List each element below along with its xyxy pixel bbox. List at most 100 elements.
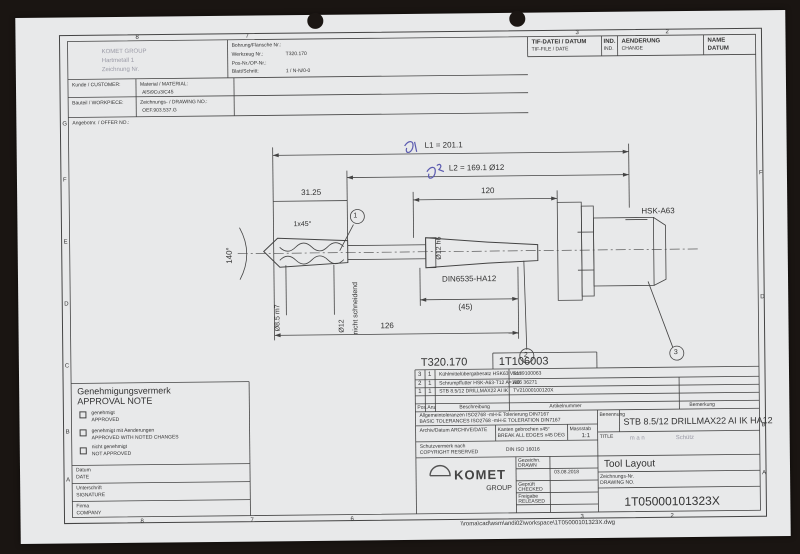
part-label: DIN6535-HA12 [441,274,497,284]
grid-letter: G [62,121,68,128]
field-value: 03.08.2018 [554,469,580,476]
part-label: HSK-A63 [641,206,675,216]
checkbox-label: APPROVED WITH NOTED CHANGES [91,434,179,442]
grid-number: 8 [135,34,139,41]
field-label: BREAK ALL EDGES x45 DEG [497,432,566,440]
checkbox-label: genehmigt mit Aenderungen [91,427,155,435]
grid-letter: B [761,422,766,429]
bom-header: Artikelnummer [549,403,582,410]
approved-with-changes-checkbox[interactable] [79,429,87,437]
field-value: OEF.903.537.G [142,107,177,114]
drawing-number: T320.170 [420,356,468,369]
bom-article: TV21000100120X [513,387,554,394]
field-label: Benennung [599,411,626,418]
drawing-number-main: 1T05000101323X [624,493,720,509]
grid-number: 2 [665,29,669,36]
field-label: Massstab [569,426,592,433]
grid-number: 3 [580,514,584,521]
scale-value: 1:1 [581,433,591,440]
komet-group: GROUP [486,484,512,493]
bom-pos: 3 [417,371,422,378]
balloon-number: 1 [353,212,358,220]
bom-qty: 1 [428,380,432,387]
bom-desc: STB 8.5/12 DRILLMAX22 AI IK [439,387,509,395]
checkbox-label: APPROVED [91,416,120,424]
field-label: RELEASED [518,498,546,505]
grid-number: 8 [140,518,144,525]
field-label: Bauteil / WORKPIECE: [72,99,124,107]
grid-letter: A [66,477,71,484]
bom-pos: 2 [418,380,422,387]
not-approved-checkbox[interactable] [79,447,87,455]
field-value: 1 / N-N/0-0 [285,67,311,75]
bom-desc: Schrumpffutter HSK-A63-T12 A=120 [439,379,521,387]
grid-letter: A [762,470,767,477]
dimension-label: 126 [380,321,394,331]
rev-header: NAME [707,37,726,44]
handwritten-note: Schütz [675,434,695,442]
tool-title: STB 8.5/12 DRILLMAX22 AI IK HA12 [623,415,773,427]
dimension-label: L2 = 169.1 Ø12 [448,162,505,173]
field-label: Material / MATERIAL: [139,81,188,88]
field-label: Bohrung/Flansche Nr.: [231,42,282,49]
field-label: TITLE [599,433,614,440]
field-label: Archiv/Datum ARCHIVE/DATE [419,427,488,434]
bom-header: Bemerkung [689,401,715,409]
field-label: SIGNATURE [76,492,106,499]
grid-letter: E [63,239,68,246]
rev-header: IND. [603,38,616,45]
grid-number: 7 [245,33,249,40]
dimension-label: Ø12 h6 [435,236,443,260]
dimension-label: 140° [224,247,234,264]
checkbox-label: NOT APPROVED [91,450,132,458]
field-label: COPYRIGHT RESERVED [419,449,479,456]
stamp-text: Hartmetall 1 [101,57,135,65]
bom-header: Pos. [417,404,428,411]
approved-checkbox[interactable] [79,411,87,419]
field-value: DIN ISO 16016 [505,446,540,453]
grid-letter: D [64,301,69,308]
handwritten-note: m a n [629,435,645,442]
grid-number: 3 [575,30,579,37]
dimension-label: Ø12 [338,319,346,333]
grid-letter: D [760,294,765,301]
stamp-text: Zeichnung Nr. [101,66,140,74]
field-label: Pos-Nr./OP-Nr.: [231,60,267,67]
dimension-label: (45) [458,302,473,312]
field-value: T320.170 [285,50,307,58]
bom-header: Anz [427,404,437,411]
grid-number: 6 [350,516,354,523]
komet-logo: KOMET [453,466,507,483]
drawing-sheet: KOMET GROUP Hartmetall 1 Zeichnung Nr. B… [15,9,791,545]
bom-article: A06 36271 [513,379,538,386]
field-label: DATE [76,474,90,481]
checkbox-label: nicht genehmigt [91,443,128,451]
rev-header: DATUM [707,45,729,52]
rev-header: TIF-FILE / DATE [531,46,569,53]
grid-letter: B [65,429,70,436]
grid-number: 2 [670,513,674,520]
dimension-label: L1 = 201.1 [424,140,463,150]
field-label: COMPANY [76,510,102,517]
bom-desc: Kühlmittelübergabesatz HSK63 Viton [438,370,522,378]
technical-drawing-lines [58,27,768,525]
checkbox-label: genehmigt [91,410,115,417]
field-label: Blatt/Schritt: [231,68,259,75]
grid-number: 7 [250,517,254,524]
dimension-label: Ø8.5 m7 [274,304,282,332]
bom-article: S139100063 [512,370,542,377]
grid-letter: F [758,170,763,177]
bom-qty: 1 [427,371,432,378]
dimension-label: 31.25 [301,187,322,198]
grid-letter: C [64,363,70,370]
field-label: DRAWING NO. [600,479,635,486]
stamp-text: KOMET GROUP [101,48,147,56]
rev-header: AENDERUNG [621,38,661,45]
bom-qty: 1 [428,388,432,395]
field-value: AlSi9Cu3/C45 [142,89,174,96]
field-label: Angebotnr. / OFFER NO.: [72,119,130,127]
dimension-label: 1x45° [293,220,312,229]
field-label: Zeichnungs- / DRAWING NO.: [140,99,208,106]
bom-pos: 1 [418,388,422,395]
bom-header: Beschreibung [459,404,490,411]
